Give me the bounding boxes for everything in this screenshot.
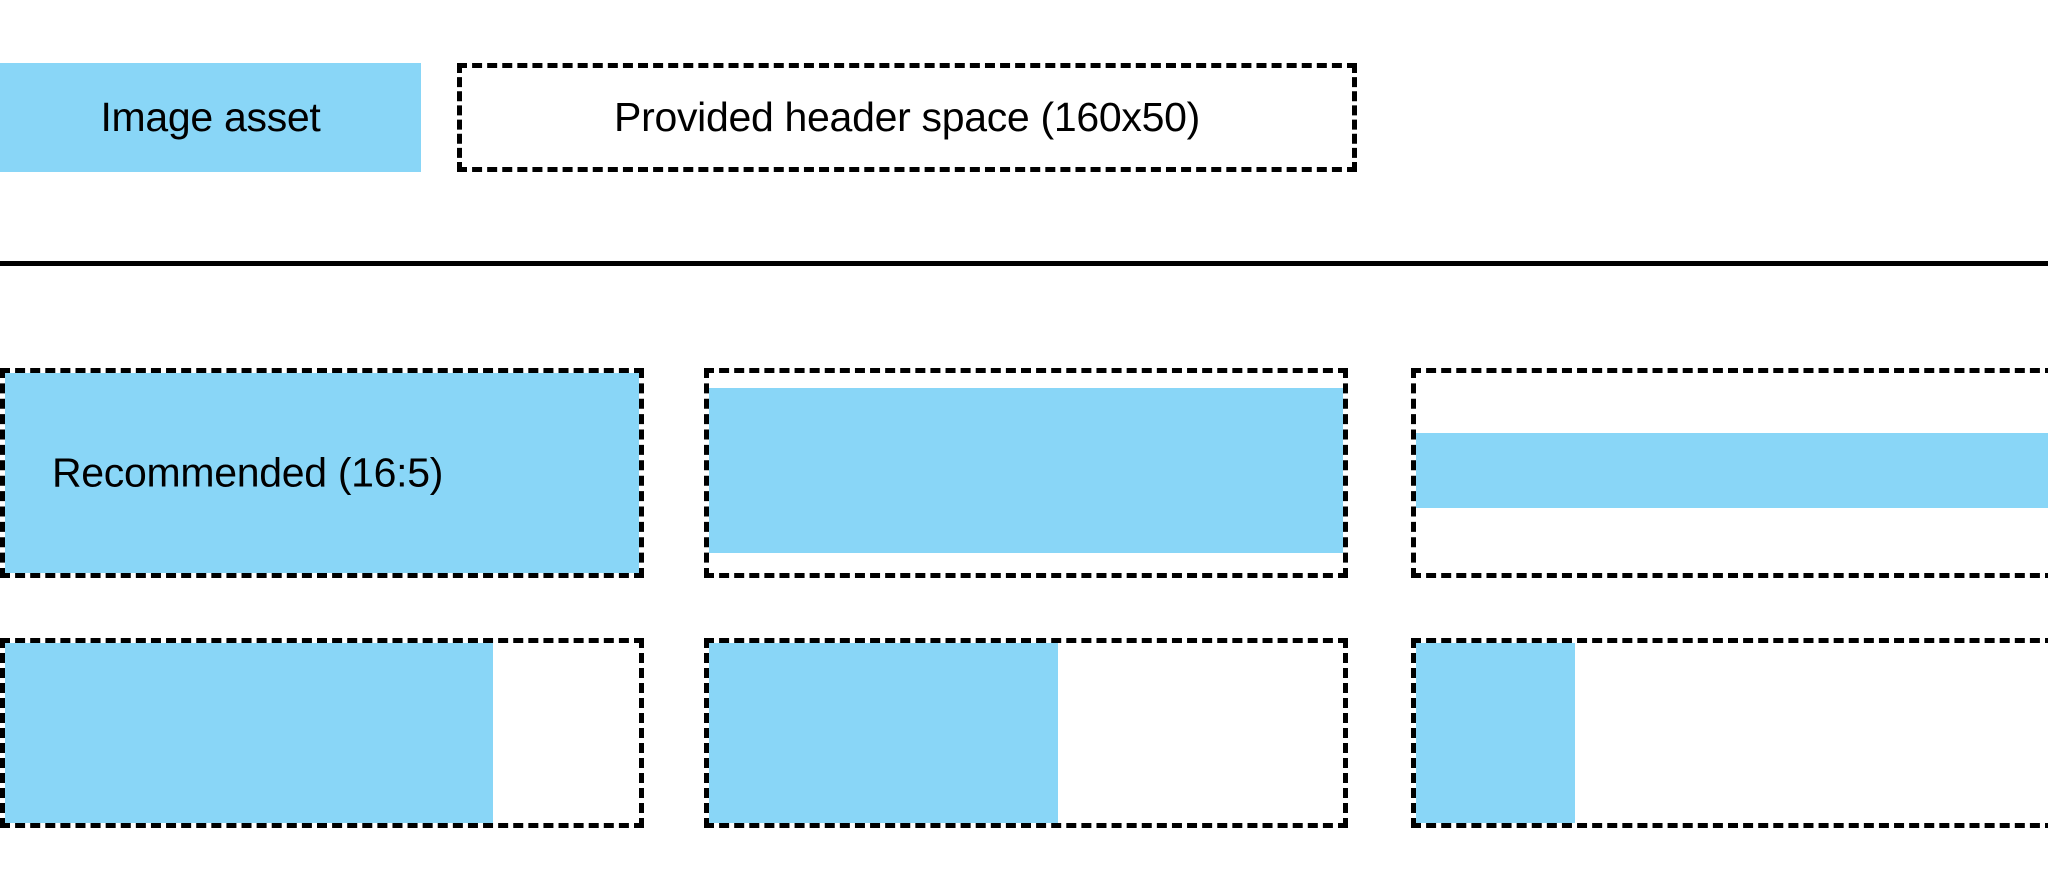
example-cell-slightly-narrow xyxy=(0,638,644,828)
example-cell-too-short xyxy=(704,368,1348,578)
asset-fill xyxy=(1416,643,1575,823)
example-cell-much-too-short xyxy=(1411,368,2048,578)
example-cell-recommended: Recommended (16:5) xyxy=(0,368,644,578)
image-asset-swatch: Image asset xyxy=(0,63,421,172)
provided-header-space-box: Provided header space (160x50) xyxy=(457,63,1357,172)
example-cell-narrow xyxy=(704,638,1348,828)
asset-fill xyxy=(709,643,1058,823)
asset-fill xyxy=(1416,433,2048,508)
asset-fill xyxy=(5,373,639,573)
aspect-ratio-example-grid: Recommended (16:5) xyxy=(0,368,2048,828)
asset-fill xyxy=(5,643,494,823)
provided-header-space-label: Provided header space (160x50) xyxy=(614,94,1200,140)
example-cell-very-narrow xyxy=(1411,638,2048,828)
recommended-label: Recommended (16:5) xyxy=(52,449,444,496)
section-divider xyxy=(0,261,2048,266)
image-asset-label: Image asset xyxy=(100,94,321,140)
example-row-2 xyxy=(0,638,2048,828)
asset-fill xyxy=(709,388,1343,553)
example-row-1: Recommended (16:5) xyxy=(0,368,2048,578)
legend-strip: Image asset Provided header space (160x5… xyxy=(0,63,2048,172)
